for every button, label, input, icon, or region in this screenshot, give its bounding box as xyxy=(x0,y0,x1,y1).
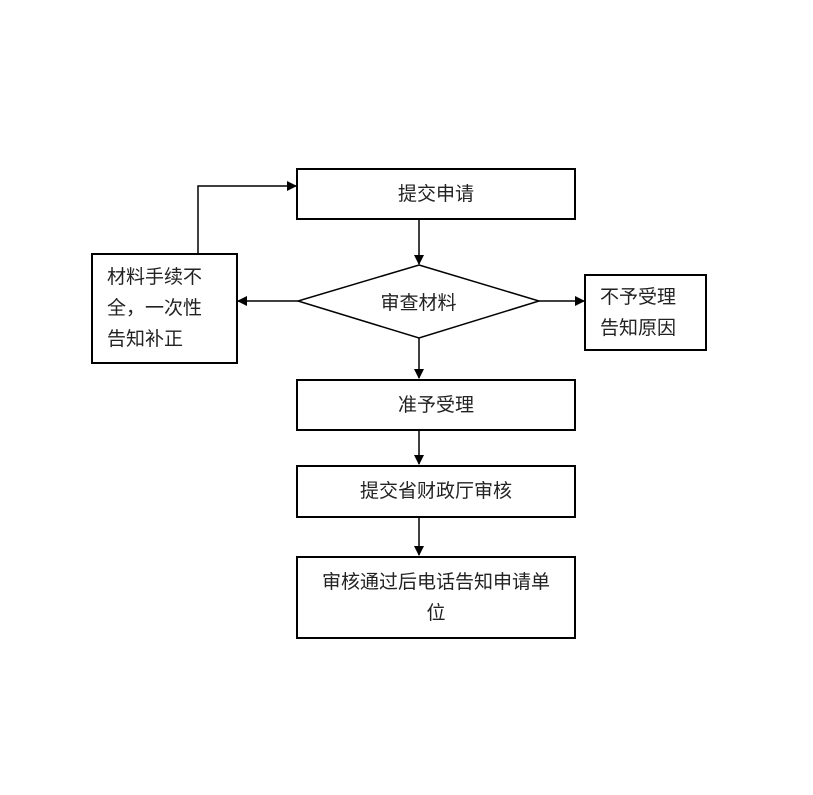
reject-notice-label: 不予受理告知原因 xyxy=(600,285,677,339)
incomplete-materials-box: 材料手续不全，一次性告知补正 xyxy=(91,253,238,364)
incomplete-materials-label: 材料手续不全，一次性告知补正 xyxy=(107,266,203,350)
review-materials-label-wrap: 审查材料 xyxy=(298,283,539,319)
accept-application-label: 准予受理 xyxy=(397,393,474,416)
review-materials-label: 审查材料 xyxy=(380,291,457,314)
submit-application-label: 提交申请 xyxy=(397,182,474,205)
reject-notice-box: 不予受理告知原因 xyxy=(584,274,707,351)
provincial-review-box: 提交省财政厅审核 xyxy=(296,465,576,518)
notify-applicant-label: 审核通过后电话告知申请单位 xyxy=(321,570,550,624)
submit-application-box: 提交申请 xyxy=(296,168,576,220)
accept-application-box: 准予受理 xyxy=(296,379,576,431)
notify-applicant-box: 审核通过后电话告知申请单位 xyxy=(296,556,576,639)
arrow-incomplete-to-submit xyxy=(197,181,297,254)
provincial-review-label: 提交省财政厅审核 xyxy=(359,480,512,502)
